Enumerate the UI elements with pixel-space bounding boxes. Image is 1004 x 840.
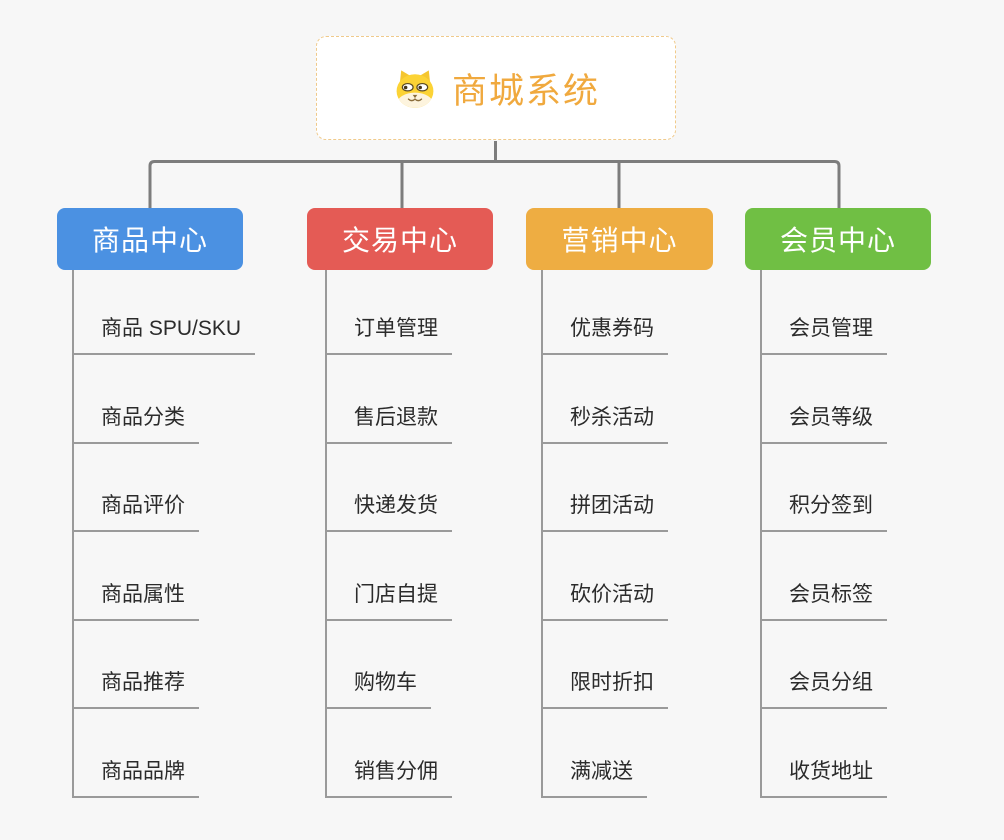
branch-node-trade-center[interactable]: 交易中心: [307, 208, 493, 270]
child-node[interactable]: 会员管理: [762, 314, 887, 355]
root-node-title: 商城系统: [451, 71, 600, 111]
child-node[interactable]: 会员等级: [762, 403, 887, 444]
bus-line: [148, 160, 841, 208]
child-node[interactable]: 门店自提: [327, 580, 452, 621]
root-node[interactable]: 商城系统: [316, 36, 676, 140]
child-node[interactable]: 限时折扣: [543, 668, 668, 709]
child-node[interactable]: 秒杀活动: [543, 403, 668, 444]
branch-children-trade-center: 订单管理 售后退款 快递发货 门店自提 购物车 销售分佣: [325, 270, 452, 798]
child-node[interactable]: 商品评价: [74, 491, 199, 532]
child-node[interactable]: 砍价活动: [543, 580, 668, 621]
branch-children-marketing-center: 优惠券码 秒杀活动 拼团活动 砍价活动 限时折扣 满减送: [541, 270, 668, 798]
child-node[interactable]: 商品属性: [74, 580, 199, 621]
branch-children-member-center: 会员管理 会员等级 积分签到 会员标签 会员分组 收货地址: [760, 270, 887, 798]
branch-node-member-center[interactable]: 会员中心: [745, 208, 931, 270]
child-node[interactable]: 满减送: [543, 757, 647, 798]
child-node[interactable]: 商品品牌: [74, 757, 199, 798]
branch-label: 营销中心: [561, 225, 678, 256]
branch-node-product-center[interactable]: 商品中心: [57, 208, 243, 270]
child-node[interactable]: 积分签到: [762, 491, 887, 532]
child-node[interactable]: 会员分组: [762, 668, 887, 709]
child-node[interactable]: 商品分类: [74, 403, 199, 444]
branch-label: 会员中心: [779, 225, 896, 256]
child-node[interactable]: 商品 SPU/SKU: [74, 314, 256, 355]
child-node[interactable]: 拼团活动: [543, 491, 668, 532]
child-node[interactable]: 销售分佣: [327, 757, 452, 798]
dog-face-icon: [392, 67, 438, 109]
branch-children-product-center: 商品 SPU/SKU 商品分类 商品评价 商品属性 商品推荐 商品品牌: [72, 270, 256, 798]
child-node[interactable]: 收货地址: [762, 757, 887, 798]
child-node[interactable]: 快递发货: [327, 491, 452, 532]
child-node[interactable]: 订单管理: [327, 314, 452, 355]
branch-node-marketing-center[interactable]: 营销中心: [526, 208, 713, 270]
branch-label: 交易中心: [341, 225, 458, 256]
branch-label: 商品中心: [91, 225, 208, 256]
child-node[interactable]: 商品推荐: [74, 668, 199, 709]
child-node[interactable]: 售后退款: [327, 403, 452, 444]
child-node[interactable]: 优惠券码: [543, 314, 668, 355]
child-node[interactable]: 会员标签: [762, 580, 887, 621]
child-node[interactable]: 购物车: [327, 668, 431, 709]
